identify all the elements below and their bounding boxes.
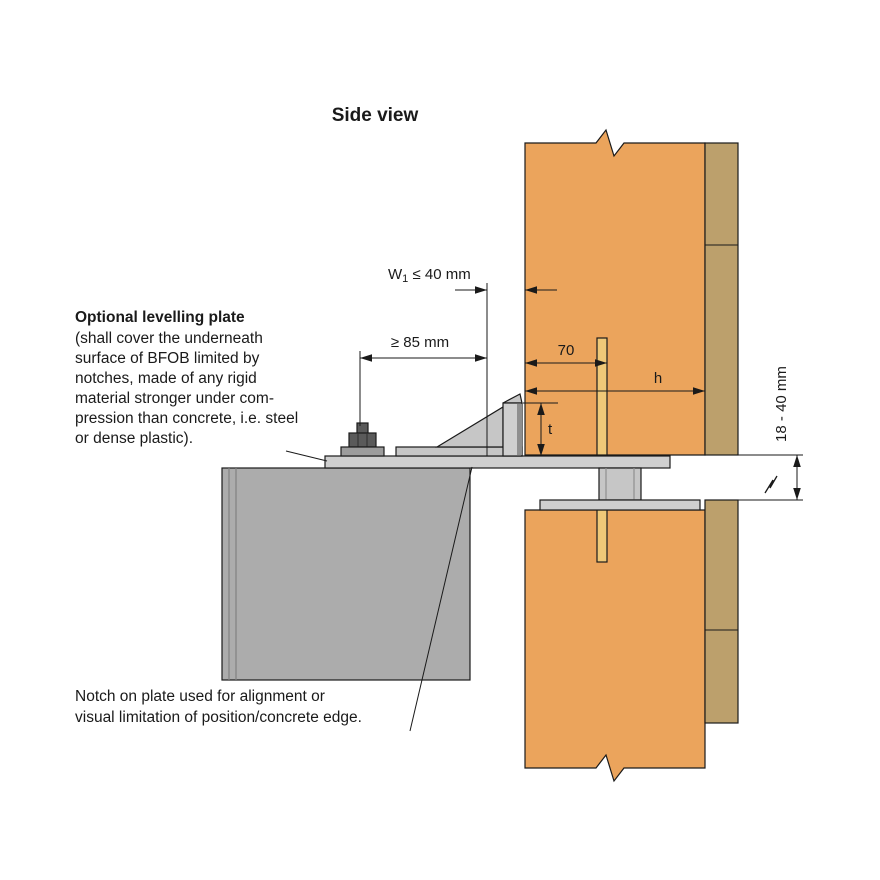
panel-spline-lower (596, 509, 608, 563)
dim-label-panel-depth: h (654, 370, 662, 387)
dim-label-gap: 18 - 40 mm (773, 366, 790, 442)
dim-label-w1: W1 ≤ 40 mm (388, 266, 471, 285)
dim-label-min-edge: ≥ 85 mm (391, 334, 449, 351)
upper-wall-panel (524, 128, 706, 456)
levelling-plate-line: (shall cover the underneath (75, 330, 263, 347)
notch-note-line: visual limitation of position/concrete e… (75, 709, 362, 726)
diagram-title: Side view (332, 105, 419, 126)
anchor-bolt-stud (356, 422, 369, 435)
site-adjust-symbol (764, 475, 778, 494)
levelling-plate-line: surface of BFOB limited by (75, 350, 260, 367)
levelling-plate-heading: Optional levelling plate (75, 309, 245, 326)
bracket-plate-shadow (517, 404, 522, 455)
levelling-plate-line: notches, made of any rigid (75, 370, 257, 387)
levelling-plate (324, 455, 671, 469)
panel-spline-upper (596, 337, 608, 456)
dim-label-screw-offset: 70 (558, 342, 575, 359)
levelling-plate-line: material stronger under com- (75, 390, 274, 407)
anchor-bolt-nut (348, 432, 377, 448)
dim-label-flange-height: t (548, 421, 553, 438)
lower-connector-plate (539, 499, 701, 511)
rear-strip-lower (704, 499, 739, 724)
rear-strip-upper (704, 142, 739, 456)
concrete-slab (221, 467, 471, 681)
lower-connector-stem (598, 467, 642, 501)
levelling-plate-line: or dense plastic). (75, 430, 193, 447)
levelling-plate-leader (285, 450, 328, 462)
bracket-top-lip (502, 393, 523, 404)
notch-leader (409, 466, 473, 732)
levelling-plate-line: pression than concrete, i.e. steel (75, 410, 298, 427)
lower-wall-panel (524, 509, 706, 783)
notch-note-line: Notch on plate used for alignment or (75, 688, 325, 705)
bracket-gusset (434, 405, 504, 448)
anchor-bolt-washer (340, 446, 385, 457)
